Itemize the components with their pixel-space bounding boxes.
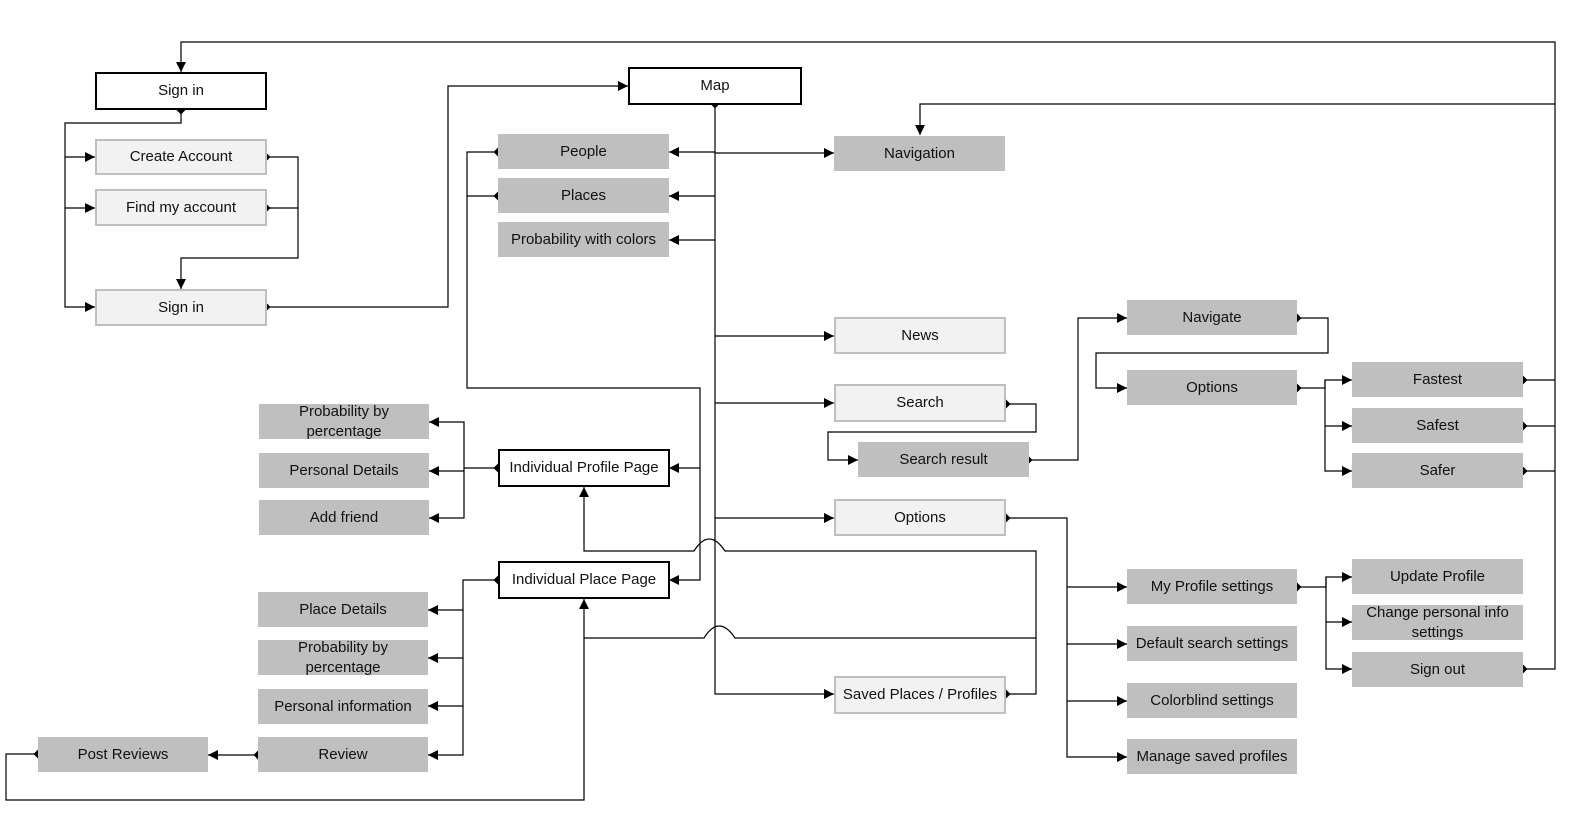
sign-in-top-node: Sign in	[95, 72, 267, 110]
sign-in-bottom-node: Sign in	[95, 289, 267, 326]
probability-by-percentage-place-node: Probability by percentage	[258, 639, 428, 676]
sign-out-node: Sign out	[1352, 652, 1523, 687]
options-node: Options	[834, 499, 1006, 536]
safer-node: Safer	[1352, 453, 1523, 488]
map-node: Map	[628, 67, 802, 105]
place-details-node: Place Details	[258, 592, 428, 627]
individual-profile-page-node: Individual Profile Page	[498, 449, 670, 487]
colorblind-settings-node: Colorblind settings	[1127, 683, 1297, 718]
fastest-node: Fastest	[1352, 362, 1523, 397]
safest-node: Safest	[1352, 408, 1523, 443]
search-result-node: Search result	[858, 442, 1029, 477]
people-node: People	[498, 134, 669, 169]
personal-information-node: Personal information	[258, 689, 428, 724]
individual-place-page-node: Individual Place Page	[498, 561, 670, 599]
personal-details-node: Personal Details	[259, 453, 429, 488]
add-friend-node: Add friend	[259, 500, 429, 535]
navigate-node: Navigate	[1127, 300, 1297, 335]
update-profile-node: Update Profile	[1352, 559, 1523, 594]
manage-saved-profiles-node: Manage saved profiles	[1127, 739, 1297, 774]
default-search-settings-node: Default search settings	[1127, 626, 1297, 661]
search-node: Search	[834, 384, 1006, 422]
places-node: Places	[498, 178, 669, 213]
news-node: News	[834, 317, 1006, 354]
navigation-node: Navigation	[834, 136, 1005, 171]
saved-places-profiles-node: Saved Places / Profiles	[834, 676, 1006, 714]
review-node: Review	[258, 737, 428, 772]
change-personal-info-settings-node: Change personal info settings	[1352, 604, 1523, 641]
my-profile-settings-node: My Profile settings	[1127, 569, 1297, 604]
post-reviews-node: Post Reviews	[38, 737, 208, 772]
find-my-account-node: Find my account	[95, 189, 267, 226]
create-account-node: Create Account	[95, 139, 267, 175]
route-options-node: Options	[1127, 370, 1297, 405]
probability-with-colors-node: Probability with colors	[498, 222, 669, 257]
probability-by-percentage-profile-node: Probability by percentage	[259, 403, 429, 440]
